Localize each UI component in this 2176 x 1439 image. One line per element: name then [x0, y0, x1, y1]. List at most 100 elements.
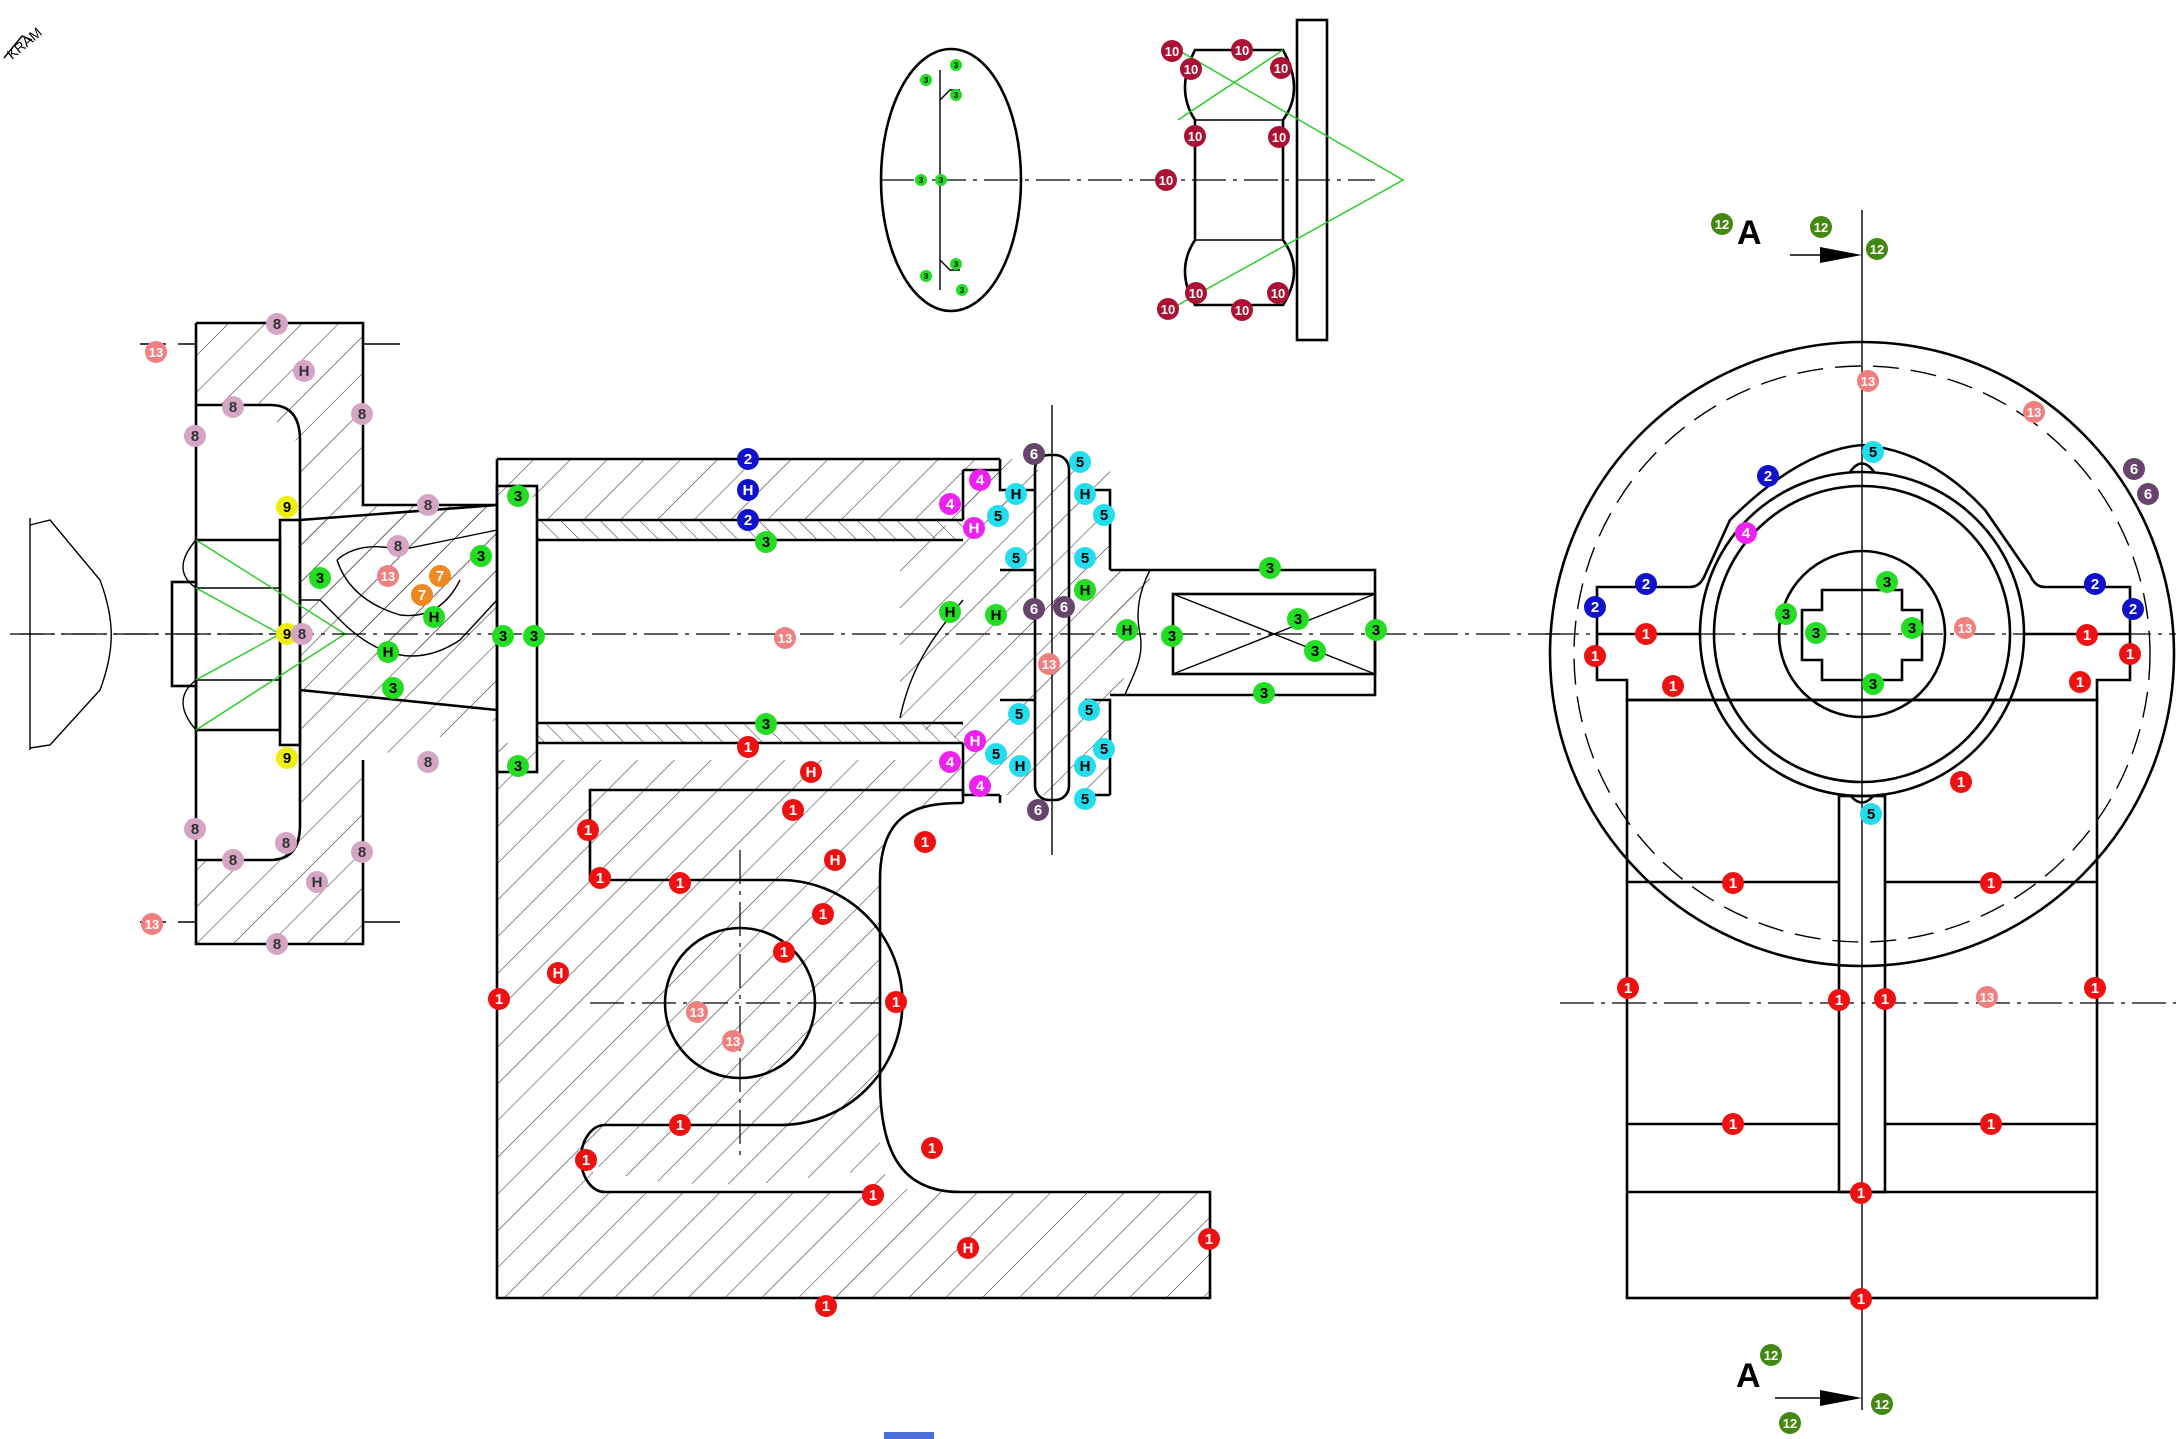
callout-label: 13 — [2027, 405, 2041, 420]
callout-circle — [1862, 441, 1884, 463]
callout-circle — [1078, 699, 1100, 721]
callout-circle — [737, 736, 759, 758]
callout-circle — [963, 517, 985, 539]
callout-circle — [920, 74, 932, 86]
callout-circle — [1876, 571, 1898, 593]
callout-circle — [1857, 370, 1879, 392]
callout-circle — [1866, 238, 1888, 260]
callout-marker-8: 8 — [417, 751, 439, 773]
bottom-tab[interactable] — [884, 1432, 934, 1439]
callout-marker-13: 13 — [686, 1001, 708, 1023]
callout-marker-3: 3 — [470, 545, 492, 567]
callout-marker-h: H — [1074, 483, 1096, 505]
callout-label: 13 — [145, 917, 159, 932]
corner-tag-label: KRAM — [4, 24, 45, 62]
callout-label: 1 — [1987, 1116, 1995, 1133]
callout-marker-12: 12 — [1711, 213, 1733, 235]
callout-marker-1: 1 — [1950, 771, 1972, 793]
callout-circle — [920, 270, 932, 282]
callout-label: 3 — [1883, 574, 1891, 591]
callout-circle — [915, 174, 927, 186]
callout-circle — [782, 799, 804, 821]
callout-label: 3 — [389, 680, 397, 697]
callout-marker-2: 2 — [2122, 598, 2144, 620]
callout-marker-5: 5 — [1069, 451, 1091, 473]
callout-label: 8 — [191, 821, 199, 838]
callout-label: 13 — [726, 1034, 740, 1049]
callout-marker-2: 2 — [737, 448, 759, 470]
callout-marker-10: 10 — [1268, 126, 1290, 148]
callout-circle — [987, 505, 1009, 527]
callout-label: 9 — [283, 626, 291, 643]
callout-circle — [291, 623, 313, 645]
callout-circle — [800, 761, 822, 783]
callout-label: 5 — [1085, 702, 1093, 719]
callout-label: 1 — [1642, 626, 1650, 643]
callout-marker-1: 1 — [921, 1137, 943, 1159]
callout-circle — [266, 313, 288, 335]
callout-circle — [145, 341, 167, 363]
callout-circle — [1038, 653, 1060, 675]
callout-circle — [1722, 872, 1744, 894]
callout-label: 1 — [2126, 646, 2134, 663]
callout-circle — [1267, 282, 1289, 304]
callout-marker-1: 1 — [815, 1295, 837, 1317]
callout-label: 4 — [1742, 525, 1751, 542]
callout-marker-h: H — [1009, 755, 1031, 777]
callout-marker-8: 8 — [222, 849, 244, 871]
callout-marker-3: 3 — [915, 174, 927, 186]
callout-circle — [1231, 299, 1253, 321]
callout-label: 9 — [283, 499, 291, 516]
callout-circle — [755, 713, 777, 735]
callout-marker-1: 1 — [1662, 675, 1684, 697]
callout-marker-3: 3 — [755, 713, 777, 735]
callout-marker-1: 1 — [1828, 989, 1850, 1011]
callout-label: 1 — [676, 875, 684, 892]
callout-circle — [737, 479, 759, 501]
callout-marker-8: 8 — [351, 841, 373, 863]
callout-marker-1: 1 — [589, 867, 611, 889]
callout-marker-3: 3 — [1901, 617, 1923, 639]
callout-label: 5 — [1100, 741, 1108, 758]
callout-label: 3 — [762, 534, 770, 551]
callout-marker-5: 5 — [1093, 504, 1115, 526]
callout-label: 13 — [778, 631, 792, 646]
callout-circle — [1862, 673, 1884, 695]
callout-label: H — [299, 363, 310, 380]
callout-label: 3 — [1260, 685, 1268, 702]
callout-label: 8 — [229, 399, 237, 416]
callout-marker-13: 13 — [1038, 653, 1060, 675]
callout-marker-10: 10 — [1267, 282, 1289, 304]
callout-marker-1: 1 — [885, 991, 907, 1013]
callout-marker-5: 5 — [1005, 547, 1027, 569]
callout-marker-1: 1 — [575, 1149, 597, 1171]
callout-marker-10: 10 — [1185, 282, 1207, 304]
callout-circle — [507, 485, 529, 507]
callout-marker-1: 1 — [812, 903, 834, 925]
callout-label: 10 — [1271, 286, 1285, 301]
callout-marker-10: 10 — [1157, 298, 1179, 320]
callout-circle — [1093, 738, 1115, 760]
callout-marker-3: 3 — [492, 625, 514, 647]
callout-label: 4 — [946, 754, 955, 771]
callout-label: 3 — [1869, 676, 1877, 693]
callout-circle — [589, 867, 611, 889]
callout-marker-6: 6 — [1053, 596, 1075, 618]
callout-label: 1 — [1624, 980, 1632, 997]
callout-label: 3 — [499, 628, 507, 645]
callout-label: 1 — [596, 870, 604, 887]
callout-label: 13 — [1042, 657, 1056, 672]
callout-label: 3 — [1372, 622, 1380, 639]
section-label-top: A — [1737, 214, 1762, 252]
callout-circle — [1976, 986, 1998, 1008]
callout-circle — [812, 903, 834, 925]
callout-marker-8: 8 — [417, 494, 439, 516]
callout-circle — [1757, 465, 1779, 487]
callout-circle — [575, 1149, 597, 1171]
callout-marker-2: 2 — [1635, 573, 1657, 595]
callout-circle — [1008, 703, 1030, 725]
callout-circle — [276, 747, 298, 769]
callout-label: H — [383, 644, 394, 661]
callout-label: 5 — [1076, 454, 1084, 471]
callout-circle — [1980, 1113, 2002, 1135]
